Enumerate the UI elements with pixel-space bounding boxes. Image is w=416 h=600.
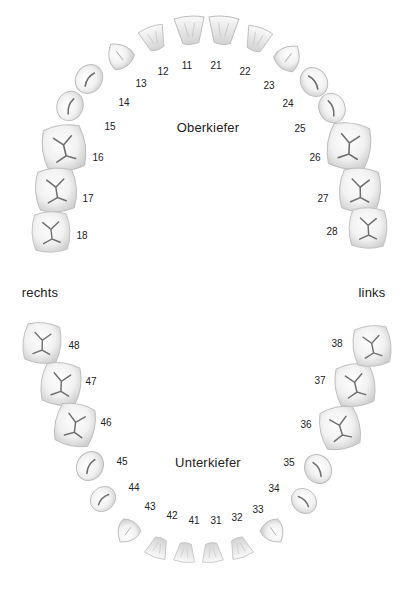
tooth-number: 35 <box>283 458 294 468</box>
tooth-number: 12 <box>157 67 168 77</box>
tooth-number: 25 <box>294 124 305 134</box>
tooth-number: 36 <box>300 420 311 430</box>
tooth-number: 13 <box>135 79 146 89</box>
tooth-number: 27 <box>317 194 328 204</box>
tooth-number: 15 <box>104 122 115 132</box>
tooth-number: 45 <box>116 457 127 467</box>
tooth-number: 32 <box>231 513 242 523</box>
tooth-number: 14 <box>118 98 129 108</box>
tooth-number: 44 <box>128 483 139 493</box>
region-label: links <box>358 286 385 299</box>
tooth-number: 37 <box>314 376 325 386</box>
tooth-number: 41 <box>188 516 199 526</box>
tooth-number: 17 <box>82 194 93 204</box>
tooth-number: 16 <box>92 153 103 163</box>
tooth-number: 31 <box>210 516 221 526</box>
tooth-number: 34 <box>268 484 279 494</box>
tooth-number: 47 <box>85 377 96 387</box>
tooth-number: 23 <box>263 81 274 91</box>
tooth-number: 42 <box>166 511 177 521</box>
region-label: Unterkiefer <box>175 456 241 469</box>
tooth-number: 33 <box>252 505 263 515</box>
tooth-number: 21 <box>210 61 221 71</box>
region-label: rechts <box>22 286 59 299</box>
tooth-number: 22 <box>239 67 250 77</box>
tooth-number: 38 <box>331 339 342 349</box>
tooth-number: 11 <box>182 61 192 71</box>
tooth-number: 28 <box>326 227 337 237</box>
tooth-number: 26 <box>309 153 320 163</box>
region-label: Oberkiefer <box>177 121 240 134</box>
tooth-number: 18 <box>76 231 87 241</box>
tooth-number: 24 <box>282 99 293 109</box>
tooth-number: 46 <box>100 418 111 428</box>
tooth-number: 43 <box>144 502 155 512</box>
tooth-number: 48 <box>68 341 79 351</box>
